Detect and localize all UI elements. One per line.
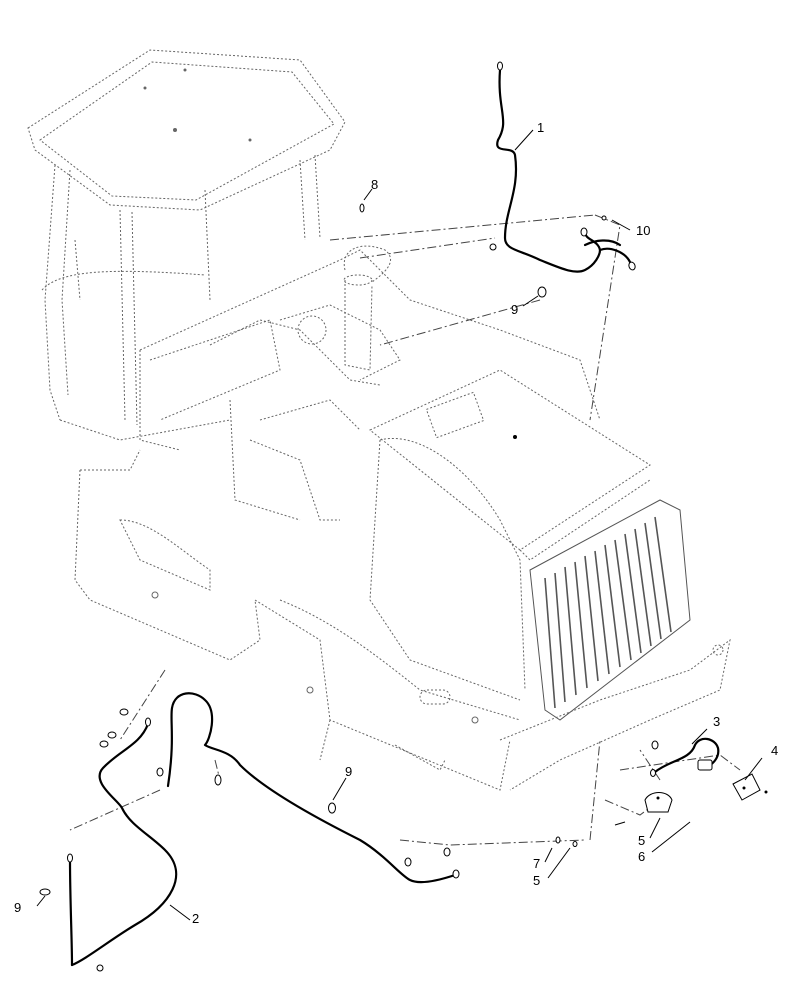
- callout-5a: 5: [638, 833, 646, 848]
- leader-lines: [36, 129, 763, 921]
- callout-4: 4: [771, 743, 779, 758]
- bracket-4: [732, 773, 768, 801]
- callout-10: 10: [636, 223, 651, 238]
- callout-6: 6: [638, 849, 646, 864]
- wiring-harness-1: [496, 61, 636, 273]
- callout-9c: 9: [14, 900, 22, 915]
- deck-and-fenders: [59, 249, 601, 451]
- callout-9b: 9: [345, 764, 353, 779]
- callout-7: 7: [533, 856, 541, 871]
- clips-left: [39, 708, 222, 972]
- engine-hood: [369, 369, 651, 561]
- callout-8: 8: [371, 177, 379, 192]
- callout-2: 2: [192, 911, 200, 926]
- callout-1: 1: [537, 120, 545, 135]
- callout-5b: 5: [533, 873, 541, 888]
- hardware-5-6-7: [555, 792, 673, 847]
- callout-3: 3: [713, 714, 721, 729]
- main-frame: [74, 399, 731, 791]
- wiring-harness-2: [67, 692, 460, 967]
- clips-upper: [359, 203, 607, 298]
- radiator-grille: [529, 499, 691, 721]
- exhaust-stack: [343, 245, 392, 371]
- cab-frame: [41, 154, 321, 426]
- callout-9a: 9: [511, 302, 519, 317]
- wiring-harness-3: [650, 737, 720, 777]
- cab-roof: [27, 49, 346, 211]
